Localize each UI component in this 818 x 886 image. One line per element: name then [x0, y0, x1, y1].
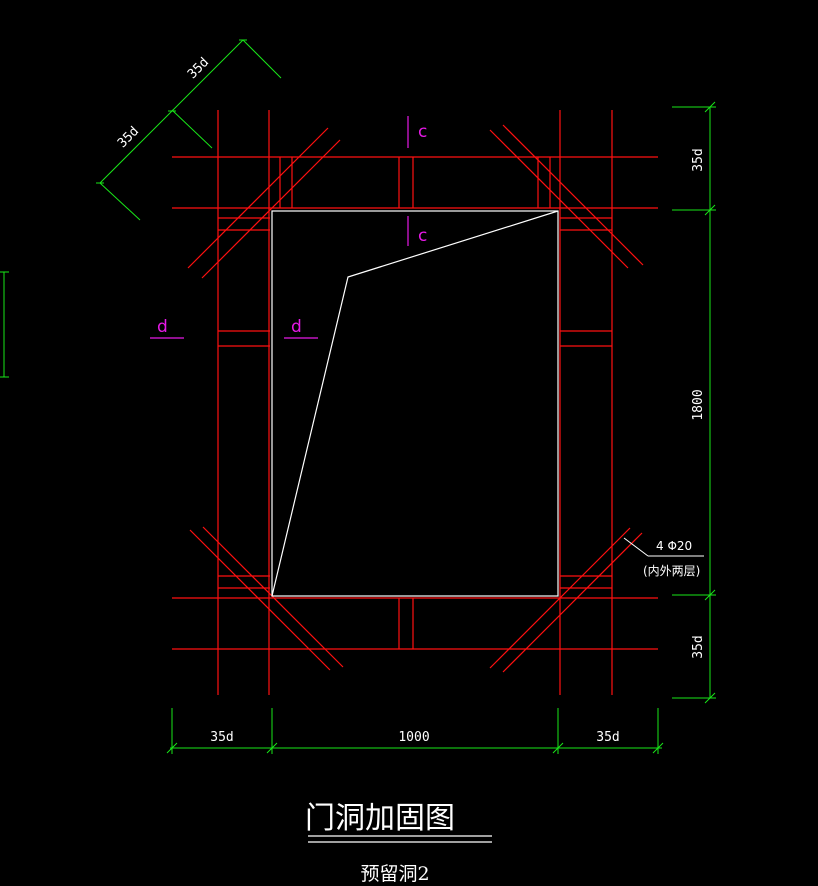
dim-diag-lower: 35d	[115, 124, 142, 151]
drawing-subtitle: 预留洞2	[360, 863, 429, 885]
section-marks	[150, 116, 409, 339]
section-c-inner: c	[418, 226, 427, 246]
rebar-note-line2: (内外两层)	[643, 564, 700, 578]
diagonal-rebars	[187, 124, 644, 673]
rebar-note-line1: 4 Φ20	[656, 539, 692, 553]
vertical-rebars	[217, 110, 613, 695]
dim-diag-upper: 35d	[185, 55, 212, 82]
section-c-top: c	[418, 122, 427, 142]
dim-top-right: 35d	[691, 148, 706, 171]
dim-bottom-left: 35d	[210, 730, 233, 745]
dimension-lines	[0, 39, 716, 754]
dim-bottom-right: 35d	[691, 635, 706, 658]
section-d-inner: d	[291, 317, 302, 337]
door-opening	[271, 210, 559, 597]
rebar-note-leader	[623, 537, 704, 557]
dim-bottom-right-h: 35d	[596, 730, 619, 745]
drawing-title: 门洞加固图	[305, 801, 455, 836]
dim-bottom-mid: 1000	[398, 730, 429, 745]
horizontal-rebars	[172, 156, 658, 650]
dim-right-mid: 1800	[691, 389, 706, 420]
section-d-outer: d	[157, 317, 168, 337]
